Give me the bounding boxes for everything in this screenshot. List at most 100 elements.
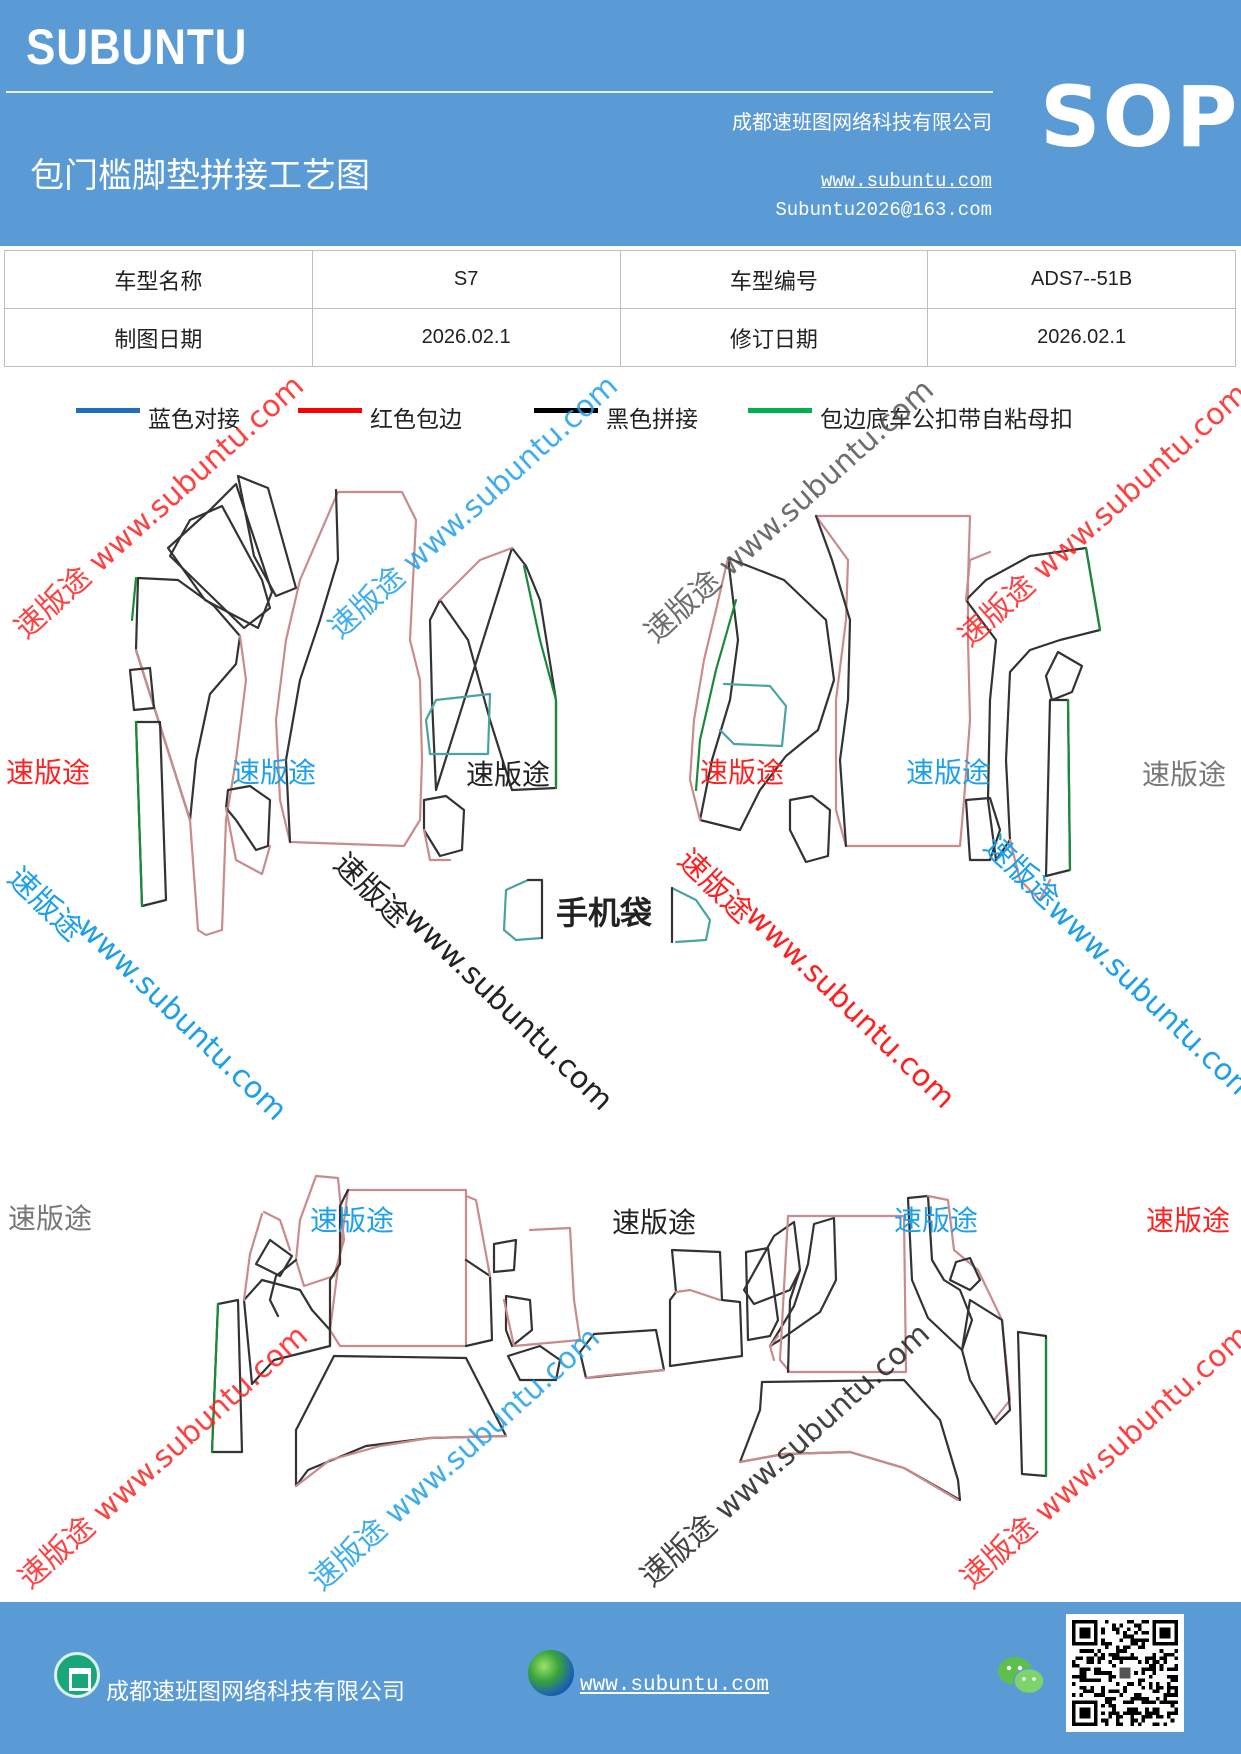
mat-piece-outline (506, 1344, 562, 1382)
mat-piece-outline (738, 1450, 960, 1502)
top-right-mat-group (688, 514, 1102, 902)
sop-badge: SOP (1040, 68, 1240, 166)
blue-edge (718, 682, 788, 748)
mat-piece-outline (492, 1238, 518, 1274)
mat-piece-outline (1008, 838, 1052, 902)
mat-piece-outline (814, 514, 972, 848)
legend-label: 蓝色对接 (148, 407, 240, 433)
mat-piece-outline (224, 784, 272, 852)
mat-piece-outline (674, 1288, 722, 1302)
mat-piece-outline (948, 1256, 982, 1292)
model-name-value: S7 (311, 250, 621, 309)
phone-pocket-left (502, 878, 544, 942)
watermark-diagonal: www.subuntu.com (70, 911, 293, 1128)
mat-piece-outline (284, 488, 340, 844)
legend-red: 红色包边 (298, 402, 462, 433)
footer-banner: 成都速班图网络科技有限公司 www.subuntu.com (0, 1602, 1241, 1754)
email-address: Subuntu2026@163.com (775, 199, 992, 221)
watermark-text: 速版途 (700, 756, 784, 789)
legend-swatch-black (534, 407, 598, 413)
watermark-diagonal: 速版途 www.subuntu.com (304, 1320, 607, 1598)
legend-label: 黑色拼接 (606, 407, 698, 433)
mat-piece-outline (964, 550, 992, 602)
mat-layout-drawing: 手机袋 速版途 速版途 速版途 速版途 速版途 速版途 速版途 速版途 速版途 … (0, 370, 1241, 1598)
mat-piece-outline (1016, 1330, 1048, 1478)
watermark-diagonal: www.subuntu.com (738, 899, 961, 1116)
mat-piece-outline (422, 794, 466, 858)
mat-piece-outline (584, 1368, 666, 1380)
revision-date-label: 修订日期 (619, 308, 929, 367)
mat-piece-outline (502, 1226, 582, 1348)
mat-piece-outline (464, 1194, 492, 1278)
mat-piece-outline (906, 1194, 974, 1352)
mat-piece-outline (168, 504, 272, 630)
vehicle-info-table: 车型名称 S7 车型编号 ADS7--51B 制图日期 2026.02.1 修订… (4, 250, 1236, 367)
mat-piece-outline (1044, 698, 1072, 878)
mat-piece-outline (438, 546, 514, 602)
mat-piece-outline (668, 1248, 744, 1368)
mat-piece-outline (236, 474, 298, 598)
footer-website-link[interactable]: www.subuntu.com (580, 1674, 770, 1697)
watermark-diagonal: www.subuntu.com (1040, 893, 1241, 1110)
phone-pocket-left (526, 878, 544, 940)
mat-piece-outline (328, 1188, 350, 1348)
legend-label: 红色包边 (370, 407, 462, 433)
website-link[interactable]: www.subuntu.com (820, 170, 992, 192)
mat-piece-outline (294, 1354, 508, 1488)
model-code-label: 车型编号 (619, 250, 929, 309)
legend-label: 包边底车公扣带自粘母扣 (820, 407, 1073, 433)
watermark-diagonal: 速版途 www.subuntu.com (634, 1316, 937, 1594)
mat-piece-outline (134, 634, 248, 937)
document-title: 包门槛脚垫拼接工艺图 (30, 156, 370, 196)
green-edge (130, 576, 138, 622)
mat-piece-outline (960, 1298, 1012, 1426)
mat-piece-outline (742, 1220, 802, 1306)
mat-piece-outline (274, 490, 424, 848)
watermark-text: 速版途 (8, 1202, 92, 1235)
mat-piece-outline (254, 1238, 294, 1278)
watermark-diagonal: 速版途 (976, 829, 1065, 917)
green-edge (694, 598, 738, 792)
mat-piece-outline (768, 1216, 838, 1348)
mat-piece-outline (294, 1174, 346, 1288)
watermark-text: 速版途 (1142, 758, 1226, 791)
mat-piece-outline (504, 1294, 534, 1348)
header-banner: SUBUNTU 成都速班图网络科技有限公司 包门槛脚垫拼接工艺图 www.sub… (0, 0, 1241, 246)
mat-piece-outline (964, 546, 1102, 862)
watermark-diagonal: 速版途 www.subuntu.com (8, 370, 311, 646)
watermark-diagonal: 速版途 www.subuntu.com (954, 1318, 1241, 1596)
draw-date-value: 2026.02.1 (311, 308, 621, 367)
model-code-value: ADS7--51B (927, 250, 1236, 309)
mat-piece-outline (688, 556, 730, 822)
model-name-label: 车型名称 (4, 250, 313, 309)
brand-logo: SUBUNTU (26, 19, 248, 75)
table-row: 车型名称 S7 车型编号 ADS7--51B (4, 250, 1236, 309)
legend-swatch-green (748, 407, 812, 413)
mat-piece-outline (964, 796, 1002, 862)
legend-black: 黑色拼接 (534, 402, 698, 433)
legend-swatch-blue (76, 407, 140, 413)
draw-date-label: 制图日期 (4, 308, 313, 367)
mat-piece-outline (422, 828, 452, 862)
mat-piece-outline (262, 1210, 292, 1252)
phone-pocket-label: 手机袋 (556, 894, 652, 932)
legend-green: 包边底车公扣带自粘母扣 (748, 402, 1073, 433)
watermark-diagonal: 速版途 www.subuntu.com (322, 370, 625, 646)
mat-piece-outline (744, 1246, 780, 1342)
wechat-icon (998, 1657, 1045, 1695)
mat-piece-outline (128, 666, 156, 712)
blue-edge (424, 692, 492, 756)
top-left-mat-group (128, 474, 558, 937)
watermark-text: 速版途 (310, 1204, 394, 1237)
header-divider (6, 91, 993, 93)
watermark-text: 速版途 (1146, 1204, 1230, 1237)
bottom-mat-group (210, 1174, 1048, 1502)
mat-piece-outline (224, 806, 272, 876)
green-edge (1084, 546, 1102, 632)
mat-piece-outline (814, 514, 852, 848)
qr-code (1066, 1614, 1184, 1732)
revision-date-value: 2026.02.1 (927, 308, 1236, 367)
home-icon (54, 1652, 100, 1698)
mat-piece-outline (242, 1212, 264, 1302)
table-row: 制图日期 2026.02.1 修订日期 2026.02.1 (4, 308, 1236, 367)
